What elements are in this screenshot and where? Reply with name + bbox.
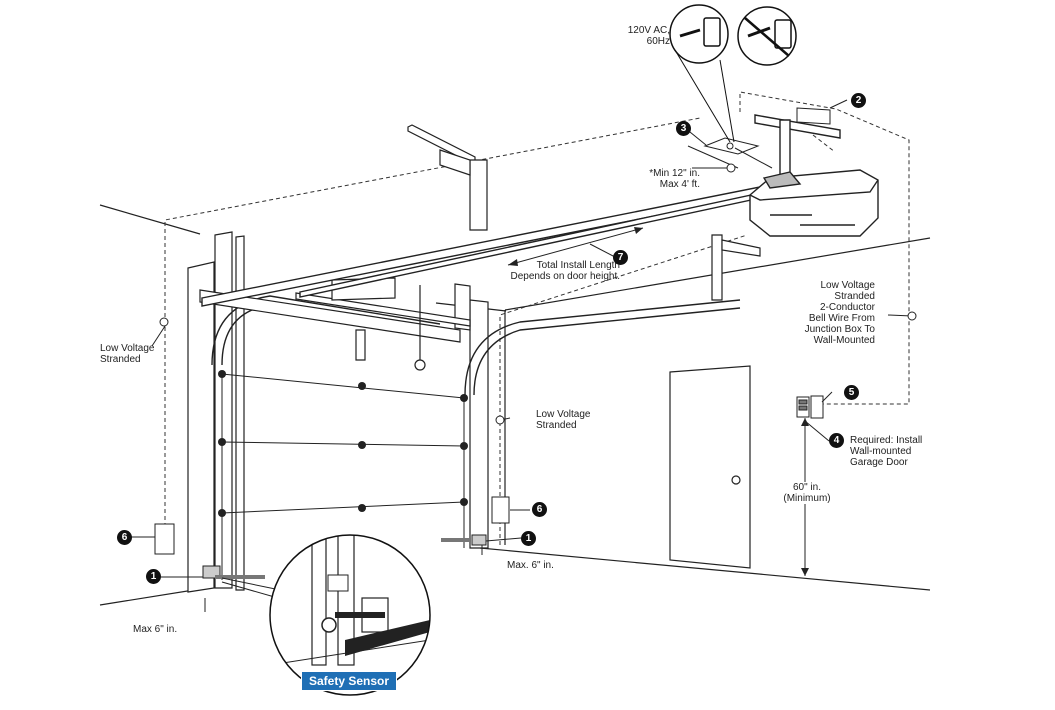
door-hinges bbox=[218, 370, 468, 517]
control-height-label: 60" in. (Minimum) bbox=[775, 482, 839, 504]
ch-line-2: (Minimum) bbox=[783, 493, 831, 504]
outlet-callout-allowed bbox=[669, 4, 729, 64]
lvr-line-1: Low Voltage bbox=[820, 280, 876, 291]
lvr-line-4: Bell Wire From bbox=[808, 313, 875, 324]
inset-outline bbox=[269, 534, 431, 696]
low-voltage-middle-label: Low Voltage Stranded bbox=[536, 409, 591, 431]
low-voltage-wire-path bbox=[164, 91, 910, 548]
lvr-line-5: Junction Box To bbox=[804, 324, 875, 335]
lvl-line-2: Stranded bbox=[100, 354, 141, 365]
callout-1-right: 1 bbox=[521, 531, 536, 546]
safety-sensor-inset bbox=[270, 535, 430, 695]
req-line-2: Wall-mounted bbox=[850, 446, 912, 457]
callout-2: 2 bbox=[851, 93, 866, 108]
label-leaders bbox=[130, 99, 913, 601]
ceiling-bracket bbox=[407, 124, 761, 301]
req-line-3: Garage Door bbox=[850, 457, 908, 468]
lvl-line-1: Low Voltage bbox=[100, 343, 155, 354]
callout-4: 4 bbox=[829, 433, 844, 448]
callout-6-right: 6 bbox=[532, 502, 547, 517]
sensor-bracket bbox=[154, 496, 510, 555]
min-height-line-2: Max 4' ft. bbox=[659, 179, 700, 190]
lvr-line-6: Wall-Mounted bbox=[813, 335, 875, 346]
door-panels bbox=[221, 373, 465, 580]
min-height-line-1: *Min 12" in. bbox=[649, 168, 700, 179]
ch-line-1: 60" in. bbox=[792, 482, 821, 493]
total-length-line-1: Total Install Length bbox=[536, 260, 620, 271]
ceiling-outlet bbox=[703, 137, 773, 169]
low-voltage-right-label: Low Voltage Stranded 2-Conductor Bell Wi… bbox=[780, 280, 875, 346]
floor-shading bbox=[215, 538, 471, 579]
junction-box bbox=[796, 107, 831, 125]
power-label-line-1: 120V AC, bbox=[627, 25, 670, 36]
service-door bbox=[669, 365, 751, 569]
lvr-line-3: 2-Conductor bbox=[819, 302, 875, 313]
total-length-label: Total Install Length Depends on door hei… bbox=[480, 260, 620, 282]
lvm-line-2: Stranded bbox=[536, 420, 577, 431]
power-label: 120V AC, 60Hz bbox=[620, 25, 670, 47]
callout-1-left: 1 bbox=[146, 569, 161, 584]
min-height-label: *Min 12" in. Max 4' ft. bbox=[630, 168, 700, 190]
req-line-1: Required: Install bbox=[850, 435, 923, 446]
safety-sensor-caption: Safety Sensor bbox=[301, 671, 397, 691]
outlet-callout-not-allowed bbox=[737, 6, 797, 66]
callout-6-left: 6 bbox=[117, 530, 132, 545]
lvr-line-2: Stranded bbox=[834, 291, 875, 302]
low-voltage-left-label: Low Voltage Stranded bbox=[100, 343, 155, 365]
wall-control bbox=[796, 395, 824, 419]
callout-5: 5 bbox=[844, 385, 859, 400]
total-length-line-2: Depends on door height. bbox=[510, 271, 620, 282]
required-control-label: Required: Install Wall-mounted Garage Do… bbox=[850, 435, 922, 468]
arrow-heads bbox=[508, 227, 809, 576]
callout-3: 3 bbox=[676, 121, 691, 136]
garage-door-opener-motor bbox=[749, 169, 879, 237]
wire-circles bbox=[159, 163, 917, 425]
max-right-label: Max. 6" in. bbox=[507, 560, 554, 571]
outlet-callout-leader bbox=[674, 49, 735, 143]
max-left-label: Max 6" in. bbox=[133, 624, 178, 635]
callout-7: 7 bbox=[613, 250, 628, 265]
power-label-line-2: 60Hz bbox=[646, 36, 670, 47]
lvm-line-1: Low Voltage bbox=[536, 409, 591, 420]
left-door-frame bbox=[187, 231, 489, 593]
